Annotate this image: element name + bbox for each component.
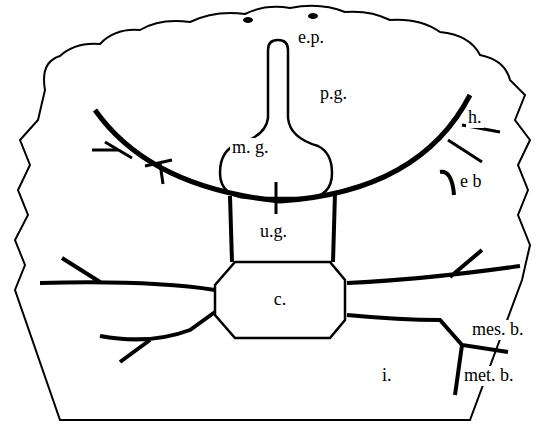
part-label: mes. b. (470, 320, 526, 340)
part-label: met. b. (462, 366, 516, 386)
region-label: m. g. (230, 138, 271, 158)
region-node: c. (213, 260, 347, 340)
region-label: c. (272, 290, 289, 310)
part-label: e.p. (296, 28, 326, 48)
part-label: e b (458, 172, 484, 192)
part-label: i. (380, 366, 394, 386)
part-label: h. (466, 108, 484, 128)
gland-outline (218, 38, 334, 200)
part-label: p.g. (318, 84, 349, 104)
region-node: m. g. (218, 38, 334, 200)
part-label: u.g. (258, 222, 289, 242)
